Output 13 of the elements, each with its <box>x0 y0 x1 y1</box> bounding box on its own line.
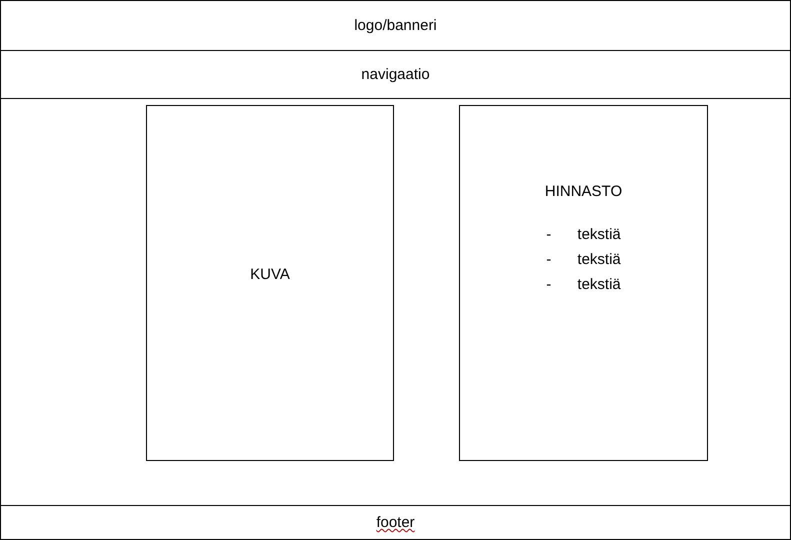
header-text: logo/banneri <box>354 17 437 34</box>
image-frame: KUVA <box>146 105 394 461</box>
list-item: - tekstiä <box>546 226 621 243</box>
header-bar <box>0 0 791 51</box>
navigation-text: navigaatio <box>361 66 430 83</box>
list-item: - tekstiä <box>546 276 621 293</box>
navigation-bar <box>0 50 791 99</box>
pricing-panel <box>459 105 708 461</box>
list-item: - tekstiä <box>546 251 621 268</box>
footer-bar <box>0 505 791 540</box>
pricing-text: HINNASTO <box>544 183 622 200</box>
footer-text: footer <box>376 514 415 531</box>
content-area <box>0 98 791 506</box>
